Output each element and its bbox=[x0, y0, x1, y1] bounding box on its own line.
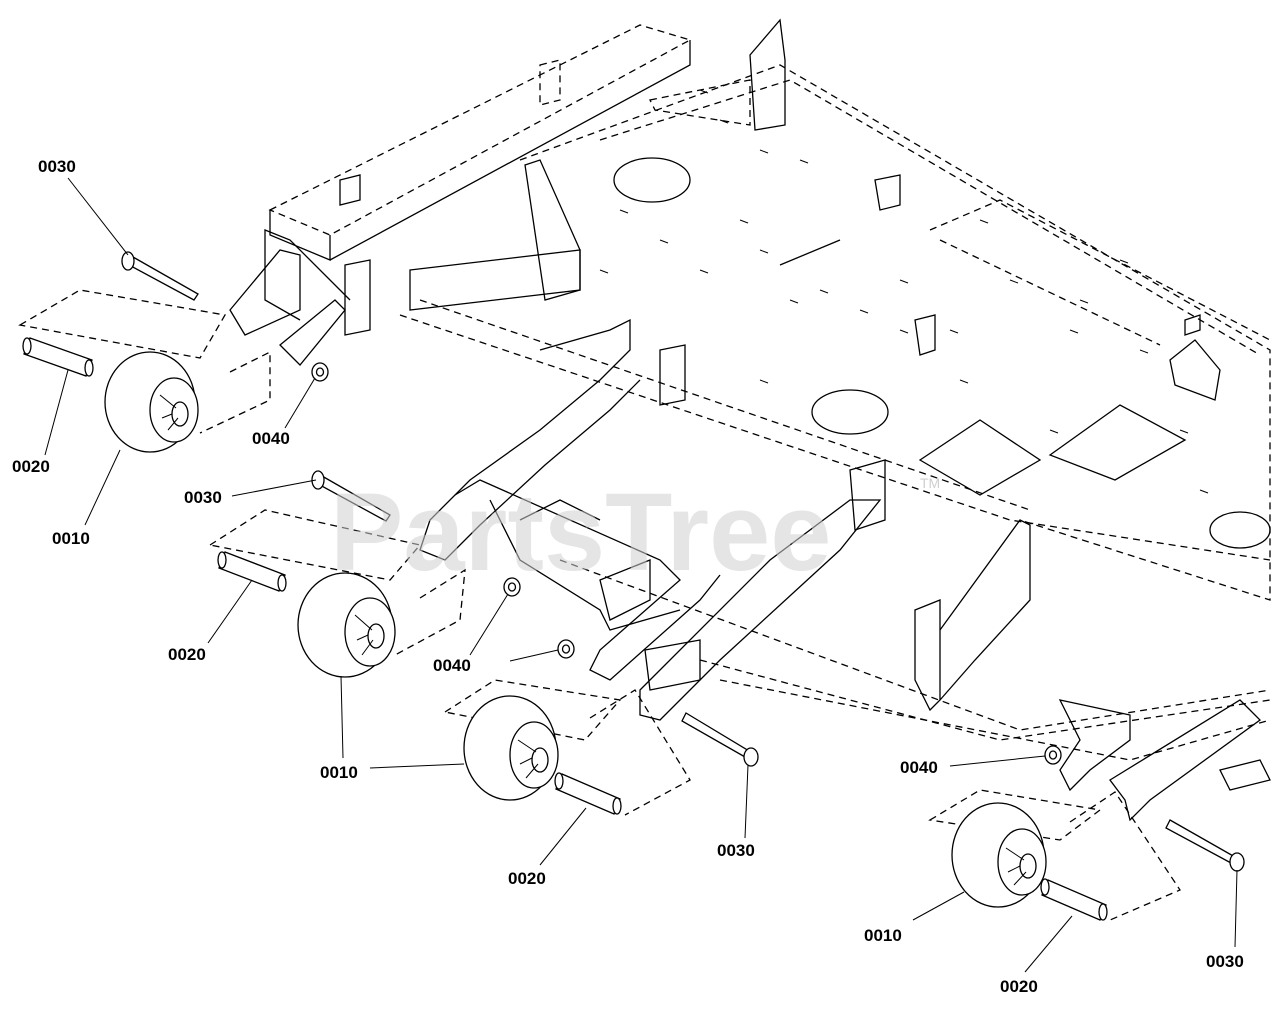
nut-top-left[interactable] bbox=[311, 362, 329, 382]
mower-deck-frame bbox=[229, 18, 1271, 822]
callout-spacer-center[interactable]: 0020 bbox=[508, 869, 546, 888]
watermark-text: PartsTree bbox=[330, 471, 831, 594]
callout-spacer-top-left[interactable]: 0020 bbox=[12, 457, 50, 476]
callout-wheel-right[interactable]: 0010 bbox=[864, 926, 902, 945]
callout-bolt-top-left[interactable]: 0030 bbox=[38, 157, 76, 176]
callout-nut-middle-left[interactable]: 0040 bbox=[433, 656, 471, 675]
assembly-guide-lines bbox=[18, 289, 1181, 921]
callout-nut-right[interactable]: 0040 bbox=[900, 758, 938, 777]
wheel-right[interactable] bbox=[951, 802, 1047, 908]
wheel-top-left[interactable] bbox=[104, 351, 199, 453]
callout-bolt-middle-left[interactable]: 0030 bbox=[184, 488, 222, 507]
spacer-center[interactable] bbox=[554, 772, 622, 815]
bolt-top-left[interactable] bbox=[121, 251, 199, 301]
bolt-middle-left[interactable] bbox=[311, 470, 391, 522]
callout-spacer-right[interactable]: 0020 bbox=[1000, 977, 1038, 996]
callout-labels: 0030 0020 0010 0040 0030 0020 0010 0040 … bbox=[12, 157, 1244, 996]
spacer-top-left[interactable] bbox=[22, 337, 94, 377]
callout-spacer-middle-left[interactable]: 0020 bbox=[168, 645, 206, 664]
callout-nut-top-left[interactable]: 0040 bbox=[252, 429, 290, 448]
callout-bolt-center[interactable]: 0030 bbox=[717, 841, 755, 860]
bolt-right[interactable] bbox=[1165, 819, 1245, 872]
spacer-right[interactable] bbox=[1040, 878, 1108, 921]
callout-wheel-middle-left[interactable]: 0010 bbox=[320, 763, 358, 782]
callout-bolt-right[interactable]: 0030 bbox=[1206, 952, 1244, 971]
spacer-middle-left[interactable] bbox=[217, 551, 287, 592]
watermark-trademark: TM bbox=[920, 475, 940, 491]
partstree-watermark: PartsTree TM bbox=[330, 471, 940, 594]
leader-lines bbox=[44, 177, 1238, 973]
wheel-middle-left[interactable] bbox=[297, 572, 396, 678]
wheel-center[interactable] bbox=[463, 695, 559, 801]
callout-wheel-top-left[interactable]: 0010 bbox=[52, 529, 90, 548]
bolt-center[interactable] bbox=[681, 712, 759, 767]
nut-center[interactable] bbox=[557, 639, 575, 659]
nut-middle-left[interactable] bbox=[503, 577, 521, 597]
nut-right[interactable] bbox=[1044, 745, 1062, 765]
